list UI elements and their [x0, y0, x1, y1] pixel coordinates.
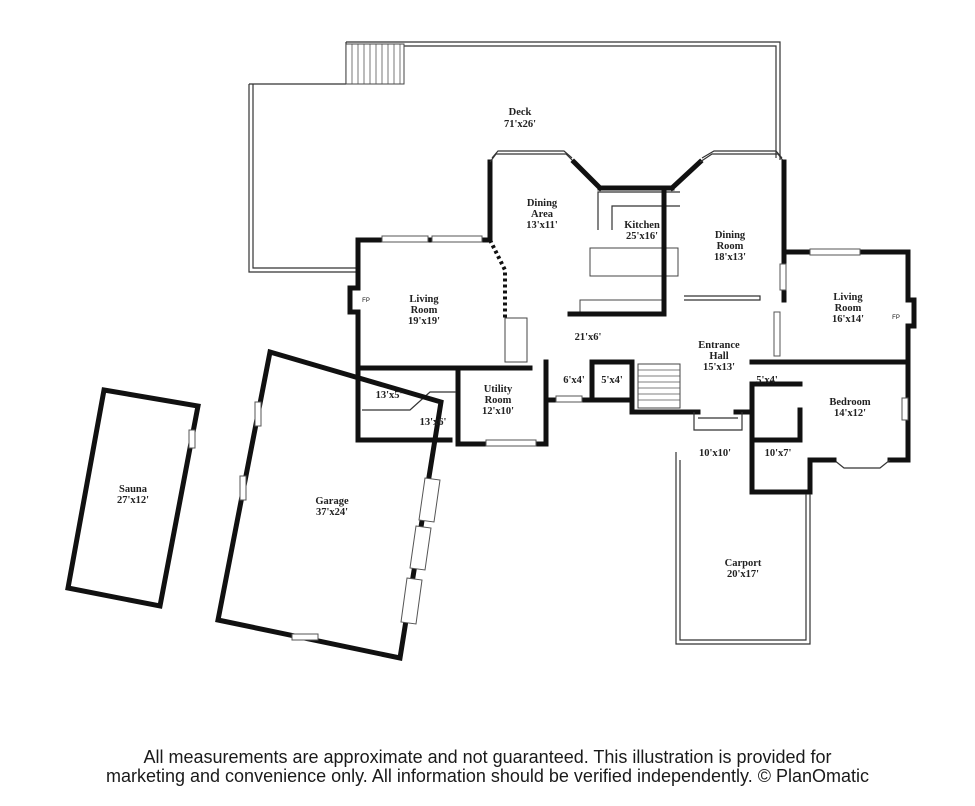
- room-5x4-a-dim: 5'x4': [601, 375, 623, 386]
- utility-room-name-1: Utility: [484, 384, 513, 395]
- fireplace-left-label: FP: [362, 298, 370, 304]
- main-house-walls: [347, 150, 917, 495]
- kitchen-name: Kitchen: [624, 220, 660, 231]
- disclaimer-line-2: marketing and convenience only. All info…: [105, 766, 870, 786]
- room-10x7-dim: 10'x7': [765, 448, 792, 459]
- dining-area-dim: 13'x11': [526, 220, 558, 231]
- sauna-name: Sauna: [119, 484, 148, 495]
- carport-outline: [675, 452, 811, 645]
- room-13x6-dim: 13'x6': [420, 417, 447, 428]
- entrance-hall-dim: 15'x13': [703, 362, 735, 373]
- garage-name: Garage: [315, 496, 349, 507]
- sauna-dim: 27'x12': [117, 495, 149, 506]
- living-room-left-name-2: Room: [411, 305, 438, 316]
- sauna-walls: [65, 387, 201, 609]
- room-13x5-dim: 13'x5': [376, 390, 403, 401]
- kitchen-dim: 25'x16': [626, 231, 658, 242]
- living-room-left-name-1: Living: [409, 294, 439, 305]
- entrance-hall-name-2: Hall: [709, 351, 728, 362]
- living-room-right-name-2: Room: [835, 303, 862, 314]
- dining-room-dim: 18'x13': [714, 252, 746, 263]
- dining-room-name-2: Room: [717, 241, 744, 252]
- garage-dim: 37'x24': [316, 507, 348, 518]
- living-room-right-dim: 16'x14': [832, 314, 864, 325]
- bedroom-dim: 14'x12': [834, 408, 866, 419]
- living-room-right-name-1: Living: [833, 292, 863, 303]
- dining-area-name-2: Area: [531, 209, 554, 220]
- fireplace-right-label: FP: [892, 315, 900, 321]
- room-6x4-dim: 6'x4': [563, 375, 585, 386]
- deck-outline: [248, 41, 781, 273]
- utility-room-dim: 12'x10': [482, 406, 514, 417]
- dining-room-name-1: Dining: [715, 230, 746, 241]
- room-5x4-b-dim: 5'x4': [756, 375, 778, 386]
- garage-walls: [215, 348, 444, 661]
- dining-area-name-1: Dining: [527, 198, 558, 209]
- deck-name: Deck: [509, 107, 532, 118]
- carport-name: Carport: [725, 558, 762, 569]
- room-10x10-dim: 10'x10': [699, 448, 731, 459]
- bedroom-name: Bedroom: [829, 397, 870, 408]
- disclaimer-line-1: All measurements are approximate and not…: [143, 747, 832, 767]
- living-room-left-dim: 19'x19': [408, 316, 440, 327]
- utility-room-name-2: Room: [485, 395, 512, 406]
- deck-dim: 71'x26': [504, 119, 536, 130]
- deck-stairs: [351, 44, 401, 84]
- carport-dim: 20'x17': [727, 569, 759, 580]
- entrance-hall-name-1: Entrance: [698, 340, 740, 351]
- hall-21x6-dim: 21'x6': [575, 332, 602, 343]
